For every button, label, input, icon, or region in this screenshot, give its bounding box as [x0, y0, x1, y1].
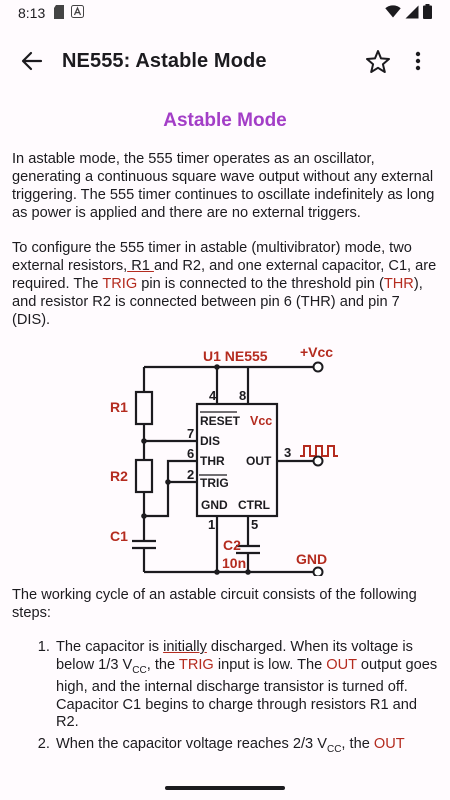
- trig-keyword[interactable]: TRIG: [102, 276, 138, 292]
- text: input is low. The: [213, 656, 327, 673]
- out-keyword[interactable]: OUT: [373, 735, 405, 752]
- astable-circuit-diagram: U1 NE555 +Vcc GND R1 R2 C1 C2 10n Vcc 4 …: [110, 346, 338, 576]
- ctrl-pin-label: CTRL: [238, 498, 270, 512]
- text: pin is connected to the threshold pin (: [137, 276, 384, 292]
- signal-icon: [405, 5, 419, 22]
- c2-value: 10n: [222, 555, 246, 571]
- status-time: 8:13: [18, 5, 46, 21]
- sd-card-icon: [53, 4, 65, 22]
- c1-capacitor: [132, 539, 156, 550]
- vcc-terminal: [312, 361, 324, 373]
- subscript: CC: [326, 743, 342, 755]
- config-paragraph: To configure the 555 timer in astable (m…: [12, 239, 438, 329]
- text: To configure the 555 timer in astable (m…: [12, 240, 412, 274]
- trig-pin-label: TRIG: [200, 476, 229, 490]
- article-content[interactable]: Astable Mode In astable mode, the 555 ti…: [0, 96, 450, 776]
- favorite-button[interactable]: [358, 41, 398, 81]
- out-pin-label: OUT: [246, 454, 272, 468]
- text: , the: [146, 656, 179, 673]
- text: discharged. When its voltage is below 1/…: [56, 639, 413, 673]
- trig-keyword[interactable]: TRIG: [178, 656, 214, 673]
- pin-number-8: 8: [239, 388, 246, 403]
- pin-number-7: 7: [187, 426, 194, 441]
- text: , the: [341, 735, 374, 752]
- text: ), and resistor R2 is connected between …: [12, 276, 423, 328]
- r1-link[interactable]: R1: [127, 258, 154, 274]
- arrow-back-icon: [21, 51, 43, 71]
- pin-number-2: 2: [187, 467, 194, 482]
- text: The capacitor is: [56, 639, 164, 655]
- text: output goes high, and the internal disch…: [56, 656, 438, 731]
- status-bar: 8:13: [0, 0, 450, 26]
- gnd-terminal: [312, 566, 324, 576]
- steps-list: The capacitor is initially discharged. W…: [12, 639, 438, 758]
- wifi-icon: [385, 5, 401, 21]
- pin-number-5: 5: [251, 517, 258, 532]
- r2-resistor: [134, 458, 154, 494]
- battery-icon: [423, 4, 432, 22]
- text: and R2, and one external capacitor, C1, …: [12, 258, 437, 292]
- thr-keyword[interactable]: THR: [383, 276, 414, 292]
- subscript: CC: [132, 664, 147, 676]
- vcc-pin-label: Vcc: [250, 414, 272, 428]
- vcc-label: +Vcc: [300, 346, 333, 360]
- list-item: When the capacitor voltage reaches 2/3 V…: [54, 736, 438, 759]
- app-bar: NE555: Astable Mode: [0, 26, 450, 96]
- pin-number-4: 4: [209, 388, 217, 403]
- page-title: NE555: Astable Mode: [62, 49, 267, 72]
- section-heading: Astable Mode: [163, 110, 287, 131]
- initially-link[interactable]: initially: [163, 639, 207, 655]
- more-vert-icon: [415, 51, 421, 71]
- font-notification-icon: [71, 5, 85, 21]
- r1-label: R1: [110, 399, 128, 415]
- gnd-label: GND: [296, 551, 327, 567]
- gnd-pin-label: GND: [201, 498, 228, 512]
- intro-paragraph: In astable mode, the 555 timer operates …: [12, 151, 435, 221]
- text: When the capacitor voltage reaches 2/3 V: [56, 735, 327, 752]
- more-options-button[interactable]: [398, 41, 438, 81]
- chip-label: U1 NE555: [203, 348, 268, 364]
- thr-pin-label: THR: [200, 454, 225, 468]
- pin-number-1: 1: [208, 517, 215, 532]
- star-outline-icon: [366, 49, 390, 73]
- out-keyword[interactable]: OUT: [326, 656, 357, 673]
- reset-pin-label: RESET: [200, 414, 241, 428]
- r1-resistor: [134, 390, 154, 426]
- dis-pin-label: DIS: [200, 434, 220, 448]
- c2-label: C2: [223, 537, 241, 553]
- back-button[interactable]: [12, 41, 52, 81]
- working-cycle-paragraph: The working cycle of an astable circuit …: [12, 587, 417, 621]
- pin-number-3: 3: [284, 445, 291, 460]
- pin-number-6: 6: [187, 446, 194, 461]
- c1-label: C1: [110, 528, 128, 544]
- r2-label: R2: [110, 468, 128, 484]
- list-item: The capacitor is initially discharged. W…: [54, 639, 438, 732]
- out-terminal: [312, 455, 324, 467]
- gesture-nav-bar[interactable]: [165, 786, 285, 790]
